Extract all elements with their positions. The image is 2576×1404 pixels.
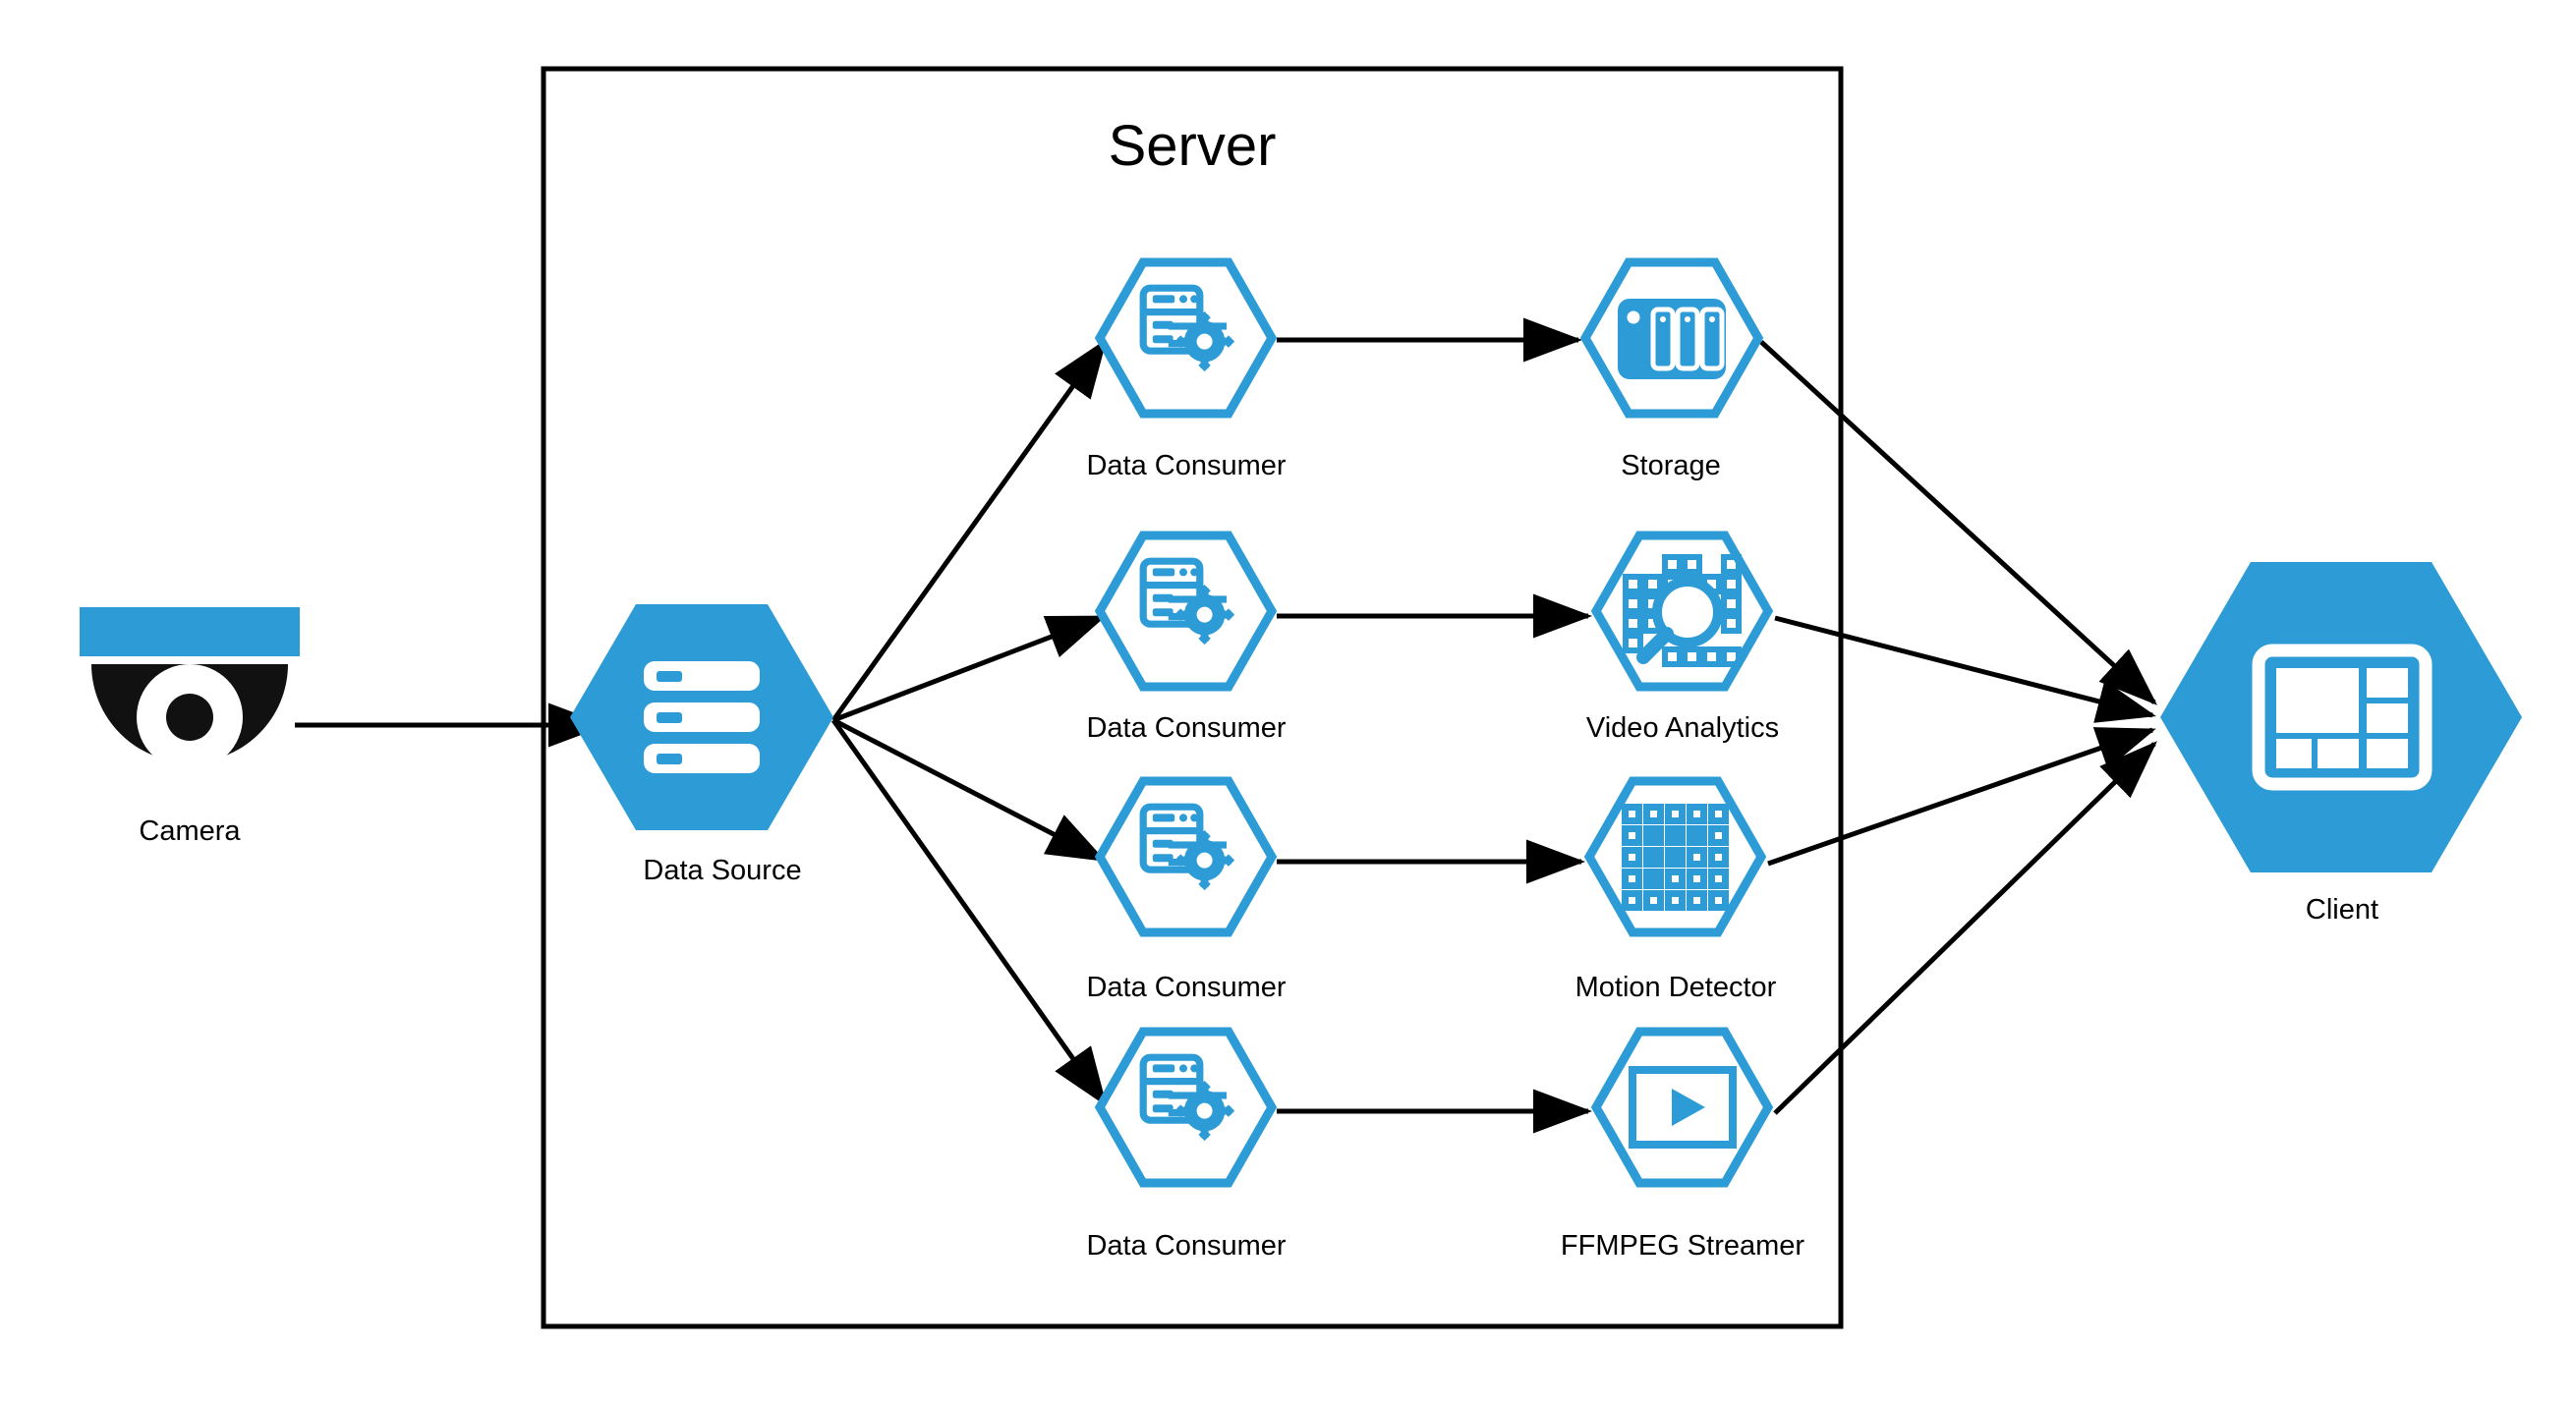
node-label-video-analytics: Video Analytics: [1586, 712, 1779, 744]
server-group-title: Server: [1109, 114, 1277, 178]
node-motion-detector[interactable]: Motion Detector: [1575, 776, 1777, 1003]
node-label-data-consumer-4: Data Consumer: [1086, 1230, 1286, 1262]
node-ffmpeg-streamer[interactable]: FFMPEG Streamer: [1561, 1027, 1804, 1262]
camera-lens-center-icon: [166, 694, 213, 741]
node-label-camera: Camera: [139, 815, 241, 847]
node-label-client: Client: [2306, 894, 2378, 926]
video-wall-icon: [2259, 650, 2426, 784]
node-label-ffmpeg-streamer: FFMPEG Streamer: [1561, 1230, 1804, 1262]
node-storage[interactable]: Storage: [1579, 257, 1764, 481]
node-camera[interactable]: Camera: [80, 607, 300, 847]
edge-video-analytics-to-client: [1774, 615, 2156, 723]
node-data-consumer-2[interactable]: Data Consumer: [1086, 531, 1287, 744]
edge-layer: [295, 317, 2157, 1134]
node-label-storage: Storage: [1621, 450, 1721, 481]
edge-data-source-to-consumer-2: [832, 614, 1107, 723]
node-data-consumer-1[interactable]: Data Consumer: [1086, 257, 1287, 481]
node-data-consumer-3[interactable]: Data Consumer: [1086, 776, 1287, 1003]
edge-data-source-to-consumer-3: [831, 717, 1107, 863]
edge-data-source-to-consumer-4: [830, 718, 1108, 1107]
pixel-grid-icon: [1626, 808, 1726, 908]
node-label-data-consumer-3: Data Consumer: [1086, 972, 1286, 1003]
node-data-consumer-4[interactable]: Data Consumer: [1086, 1027, 1287, 1262]
edge-motion-detector-to-client: [1767, 727, 2156, 867]
node-label-data-consumer-1: Data Consumer: [1086, 450, 1286, 481]
node-label-data-consumer-2: Data Consumer: [1086, 712, 1286, 744]
node-label-motion-detector: Motion Detector: [1575, 972, 1777, 1003]
node-label-data-source: Data Source: [643, 855, 801, 886]
disk-array-icon: [1618, 299, 1726, 379]
node-data-source[interactable]: Data Source: [570, 604, 833, 886]
node-client[interactable]: Client: [2160, 562, 2522, 926]
edge-storage-to-client: [1759, 340, 2157, 705]
server-stack-icon: [644, 661, 760, 773]
node-video-analytics[interactable]: Video Analytics: [1586, 531, 1779, 744]
edge-ffmpeg-streamer-to-client: [1773, 741, 2157, 1115]
server-group-box: [541, 66, 1844, 1329]
camera-mount-icon: [80, 607, 300, 656]
edge-data-source-to-consumer-1: [830, 338, 1108, 722]
